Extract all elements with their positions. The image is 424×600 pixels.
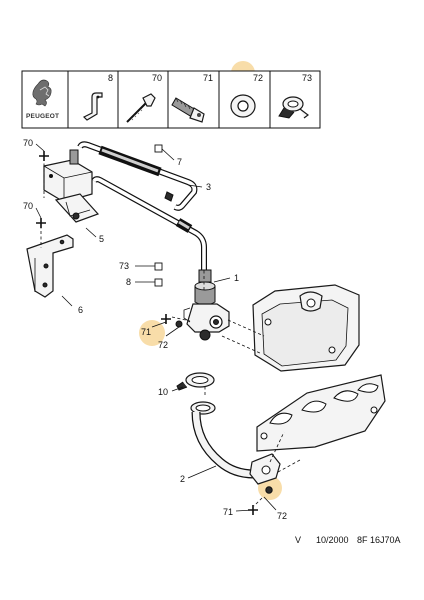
washer-icon: [230, 94, 256, 118]
callout-leader-lines: [35, 143, 277, 512]
callout-71-mid: 71: [141, 327, 151, 337]
egr-valve-1: [183, 269, 230, 341]
callout-labels: 70 7 3 70 5 73 8 1 6 71 72 10 2 71 72: [23, 138, 287, 521]
callout-6: 6: [78, 305, 83, 315]
cylinder-head-housing: [252, 284, 360, 372]
peugeot-lion-logo: [32, 79, 52, 107]
callout-71-bottom: 71: [223, 507, 233, 517]
callout-5: 5: [99, 234, 104, 244]
callout-73: 73: [119, 261, 129, 271]
solenoid-valve-5: [43, 149, 100, 223]
hex-bolt-icon: [171, 97, 205, 123]
callout-10: 10: [158, 387, 168, 397]
callout-1: 1: [234, 273, 239, 283]
callout-72-mid: 72: [158, 340, 168, 350]
stud-bolt-icon: [126, 93, 156, 123]
diagram-footer: V 10/2000 8F 16J70A: [295, 535, 401, 545]
highlight-hotspot-71-mid: [139, 320, 165, 346]
vacuum-pipe-lower: [91, 176, 207, 271]
header-ref-70: 70: [152, 73, 162, 83]
footer-variant: V: [295, 535, 301, 545]
callout-8: 8: [126, 277, 131, 287]
header-ref-73: 73: [302, 73, 312, 83]
footer-reference: 8F 16J70A: [357, 535, 401, 545]
brand-name: PEUGEOT: [26, 113, 59, 120]
callout-3: 3: [206, 182, 211, 192]
header-ref-71: 71: [203, 73, 213, 83]
mounting-bracket-6: [26, 234, 74, 298]
header-ref-72: 72: [253, 73, 263, 83]
bracket-icon: [82, 92, 103, 121]
pipe-clamp-10: [176, 372, 215, 391]
assembly-guide-lines: [40, 158, 301, 507]
footer-date: 10/2000: [316, 535, 349, 545]
callout-70-mid: 70: [23, 201, 33, 211]
callout-72-bottom: 72: [277, 511, 287, 521]
egr-pipe-2: [190, 401, 281, 494]
hose-clamp-icon: [278, 96, 309, 119]
exhaust-manifold: [256, 374, 386, 452]
callout-70-top: 70: [23, 138, 33, 148]
callout-7: 7: [177, 157, 182, 167]
header-parts-strip: PEUGEOT 8 70 71 72 73: [21, 70, 321, 129]
callout-2: 2: [180, 474, 185, 484]
header-ref-8: 8: [108, 73, 113, 83]
